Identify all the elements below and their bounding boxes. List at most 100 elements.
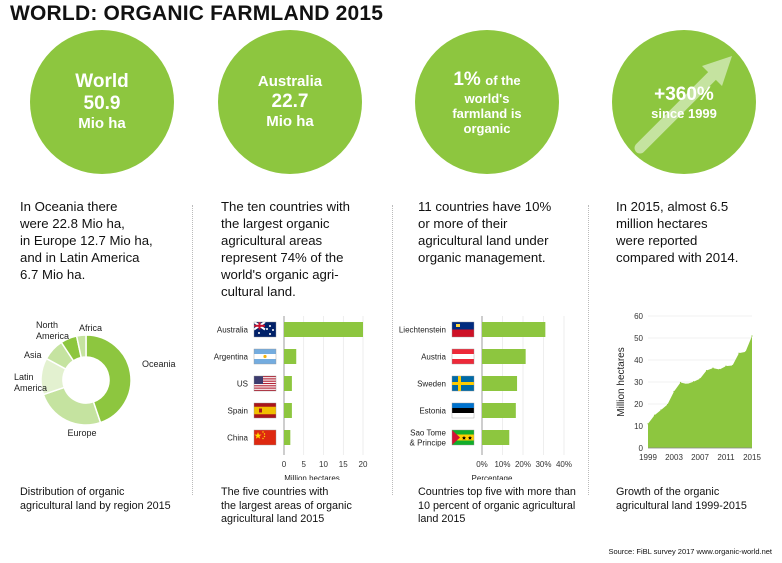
flag-us-icon	[253, 375, 277, 392]
y-tick-label: 60	[634, 312, 643, 321]
description-1: In Oceania there were 22.8 Mio ha, in Eu…	[20, 198, 180, 283]
desc4-line: In 2015, almost 6.5	[616, 199, 729, 214]
category-label: Argentina	[214, 353, 249, 362]
desc1-line: were 22.8 Mio ha,	[20, 216, 125, 231]
caption-4: Growth of the organic agricultural land …	[616, 486, 782, 513]
x-tick-label: 20%	[515, 460, 531, 469]
description-4: In 2015, almost 6.5 million hectares wer…	[616, 198, 776, 266]
caption2-line: the largest areas of organic	[221, 499, 352, 512]
y-tick-label: 10	[634, 422, 643, 431]
x-tick-label: 2015	[743, 453, 761, 462]
share-countries-bar-chart: 0%10%20%30%40%PercentageLiechtensteinAus…	[399, 316, 572, 480]
category-label-line: China	[227, 434, 248, 443]
category-label: Liechtenstein	[399, 326, 446, 335]
x-tick-label: 20	[359, 460, 368, 469]
bar-sao-tome-principe	[482, 430, 510, 445]
data-point	[705, 369, 708, 372]
x-tick-label: 10%	[494, 460, 510, 469]
bar-us	[284, 376, 292, 391]
category-label: Sao Tome& Principe	[410, 429, 447, 448]
column-divider	[392, 205, 394, 495]
caption-2: The five countries with the largest area…	[221, 486, 391, 527]
flag-argentina-icon	[253, 348, 277, 365]
share-line2: world's	[464, 90, 510, 106]
description-3: 11 countries have 10% or more of their a…	[418, 198, 578, 266]
world-label: World	[75, 71, 129, 92]
bar-estonia	[482, 403, 516, 418]
share-line4: organic	[463, 120, 511, 136]
desc2-line: represent 74% of the	[221, 250, 344, 265]
x-tick-label: 0%	[476, 460, 488, 469]
x-tick-label: 5	[302, 460, 307, 469]
x-tick-label: 10	[319, 460, 328, 469]
desc3-line: organic management.	[418, 250, 546, 265]
flag-sao-tome-icon	[451, 429, 475, 446]
flag-sweden-icon	[451, 375, 475, 392]
desc1-line: and in Latin America	[20, 250, 140, 265]
bar-austria	[482, 349, 526, 364]
caption3-line: land 2015	[418, 513, 466, 525]
donut-slice-oceania	[85, 334, 132, 424]
desc2-line: cultural land.	[221, 284, 296, 299]
x-tick-label: 2003	[665, 453, 683, 462]
y-tick-label: 30	[634, 378, 643, 387]
desc2-line: agricultural areas	[221, 233, 323, 248]
data-point	[666, 403, 669, 406]
category-label-line: Austria	[421, 353, 446, 362]
caption1-line: agricultural land by region 2015	[20, 499, 171, 512]
world-unit: Mio ha	[78, 115, 126, 132]
donut-label-line: Latin	[14, 372, 34, 382]
area-series	[648, 336, 752, 448]
world-stat-circle: World 50.9 Mio ha	[30, 30, 174, 174]
donut-label: Asia	[24, 350, 42, 360]
category-label: Australia	[217, 326, 249, 335]
australia-label: Australia	[257, 73, 323, 90]
flag-estonia-icon	[451, 402, 475, 419]
flag-austria-icon	[451, 348, 475, 365]
bar-australia	[284, 322, 363, 337]
bar-sweden	[482, 376, 518, 391]
category-label: Austria	[421, 353, 446, 362]
y-tick-label: 40	[634, 356, 643, 365]
caption2-line: agricultural land 2015	[221, 513, 325, 525]
caption4-line: Growth of the organic	[616, 486, 720, 498]
caption1-line: Distribution of organic	[20, 486, 125, 498]
donut-label-line: America	[14, 383, 47, 393]
desc4-line: million hectares	[616, 216, 708, 231]
data-point	[647, 423, 649, 425]
data-point	[673, 390, 675, 393]
x-tick-label: 30%	[535, 460, 551, 469]
donut-label: Europe	[67, 428, 96, 438]
donut-label: Africa	[79, 323, 102, 333]
bar-argentina	[284, 349, 297, 364]
description-2: The ten countries with the largest organ…	[221, 198, 381, 300]
donut-slice-europe	[42, 386, 102, 426]
category-label-line: Argentina	[214, 353, 249, 362]
share-stat-circle: 1% of the world's farmland is organic	[415, 30, 559, 174]
donut-slice-africa	[75, 334, 87, 359]
desc3-line: or more of their	[418, 216, 508, 231]
x-tick-label: 15	[339, 460, 348, 469]
caption-1: Distribution of organic agricultural lan…	[20, 486, 190, 513]
y-axis-label: Million hectares	[616, 347, 627, 416]
caption2-line: The five countries with	[221, 486, 329, 498]
data-point	[744, 351, 747, 353]
y-tick-label: 20	[634, 400, 643, 409]
desc2-line: the largest organic	[221, 216, 330, 231]
category-label-line: Liechtenstein	[399, 326, 446, 335]
donut-label-line: America	[36, 331, 69, 341]
category-label: Sweden	[417, 380, 446, 389]
category-label: Estonia	[419, 407, 446, 416]
x-axis-label: Million hectares	[284, 474, 340, 480]
flag-liechtenstein-icon	[451, 321, 475, 338]
category-label-line: Sweden	[417, 380, 446, 389]
arrow-up-icon	[634, 56, 732, 154]
desc4-line: were reported	[616, 233, 698, 248]
data-point	[692, 381, 695, 383]
data-point	[686, 383, 688, 385]
desc3-line: agricultural land under	[418, 233, 549, 248]
